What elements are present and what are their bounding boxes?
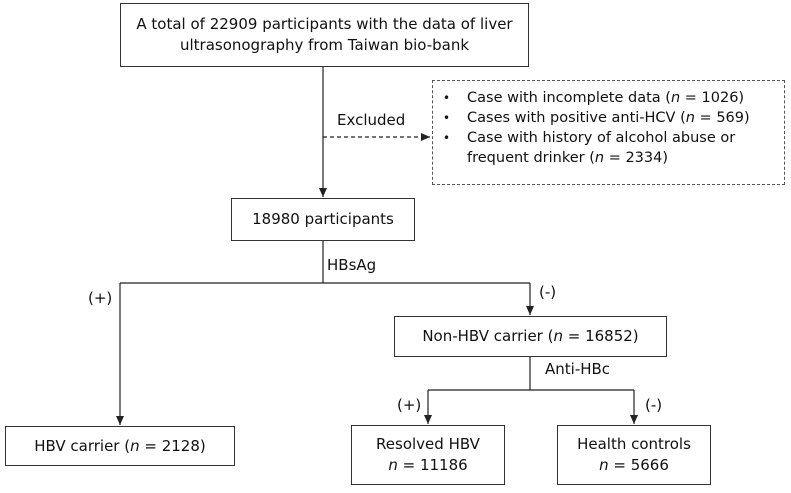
box-health-controls: Health controls n = 5666 — [557, 425, 711, 485]
label-excluded: Excluded — [337, 111, 406, 129]
box-resolved-hbv: Resolved HBV n = 11186 — [351, 425, 505, 485]
label-hbsag-negative: (-) — [539, 283, 557, 301]
box-exclusions: Case with incomplete data (n = 1026) Cas… — [432, 80, 785, 185]
total-line-2: ultrasonography from Taiwan bio-bank — [179, 36, 470, 54]
total-line-1: A total of 22909 participants with the d… — [136, 15, 513, 33]
box-non-hbv-carrier: Non-HBV carrier (n = 16852) — [394, 316, 667, 357]
exclusion-list: Case with incomplete data (n = 1026) Cas… — [443, 88, 750, 168]
label-anti-hbc: Anti-HBc — [545, 360, 611, 378]
box-hbv-carrier: HBV carrier (n = 2128) — [5, 426, 235, 466]
label-hbsag-positive: (+) — [88, 289, 113, 307]
label-antihbc-positive: (+) — [397, 396, 422, 414]
exclusion-item-alcohol: Case with history of alcohol abuse or fr… — [443, 128, 750, 168]
exclusion-item-incomplete: Case with incomplete data (n = 1026) — [443, 88, 750, 108]
exclusion-item-anti-hcv: Cases with positive anti-HCV (n = 569) — [443, 108, 750, 128]
box-18980-participants: 18980 participants — [231, 198, 415, 241]
label-hbsag: HBsAg — [327, 256, 377, 274]
label-antihbc-negative: (-) — [645, 396, 663, 414]
box-total-participants: A total of 22909 participants with the d… — [120, 3, 529, 67]
